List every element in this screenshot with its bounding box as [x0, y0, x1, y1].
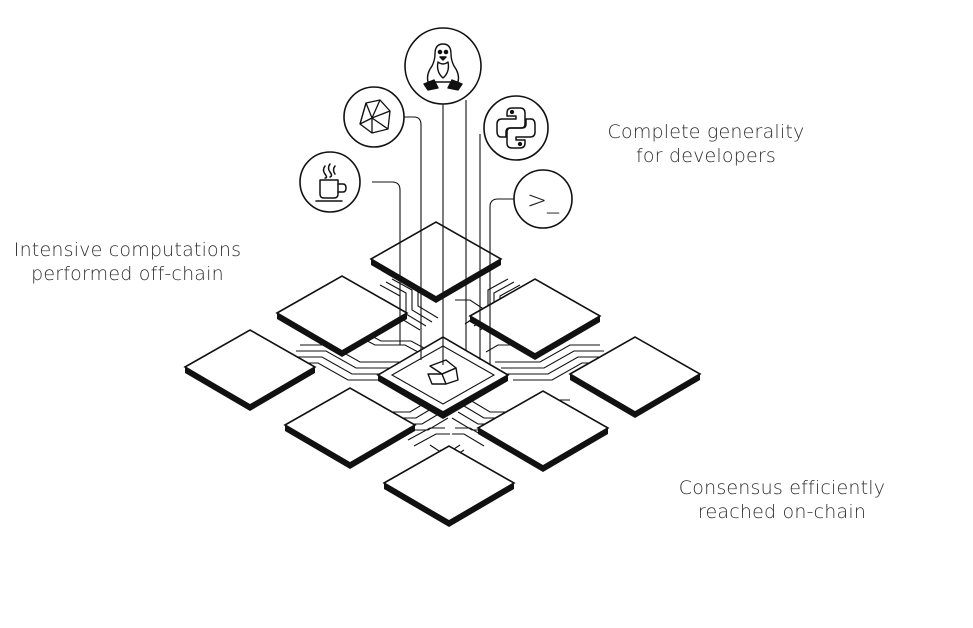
node-tile-lower-left	[284, 387, 416, 470]
python-icon	[496, 107, 536, 149]
caption-line: reached on-chain	[697, 501, 867, 523]
caption-onchain-consensus: Consensus efficiently reached on-chain	[667, 476, 897, 524]
node-tile-left	[184, 329, 316, 412]
python-icon-badge	[483, 95, 549, 161]
terminal-icon-badge: >_	[513, 169, 573, 229]
caption-line: for developers	[635, 145, 776, 167]
caption-line: performed off-chain	[31, 263, 224, 285]
central-chip	[376, 336, 510, 419]
ruby-gem-icon	[359, 99, 391, 134]
icon-connectors	[372, 100, 515, 365]
caption-line: Consensus efficiently	[678, 477, 886, 499]
terminal-prompt-icon: >_	[527, 186, 560, 214]
node-tile-bottom	[383, 445, 515, 528]
java-icon-badge	[299, 151, 361, 213]
caption-developer-generality: Complete generality for developers	[596, 120, 816, 168]
ruby-icon-badge	[343, 86, 405, 148]
caption-offchain-computation: Intensive computations performed off-cha…	[0, 238, 255, 286]
coffee-cup-icon	[315, 163, 347, 202]
node-tile-right	[569, 336, 701, 419]
linux-icon-badge	[404, 27, 482, 105]
linux-penguin-icon	[423, 43, 463, 91]
cartesi-logo-icon	[427, 359, 459, 385]
caption-line: Intensive computations	[13, 239, 242, 261]
caption-line: Complete generality	[607, 121, 805, 143]
node-tile-lower-right	[477, 390, 609, 473]
